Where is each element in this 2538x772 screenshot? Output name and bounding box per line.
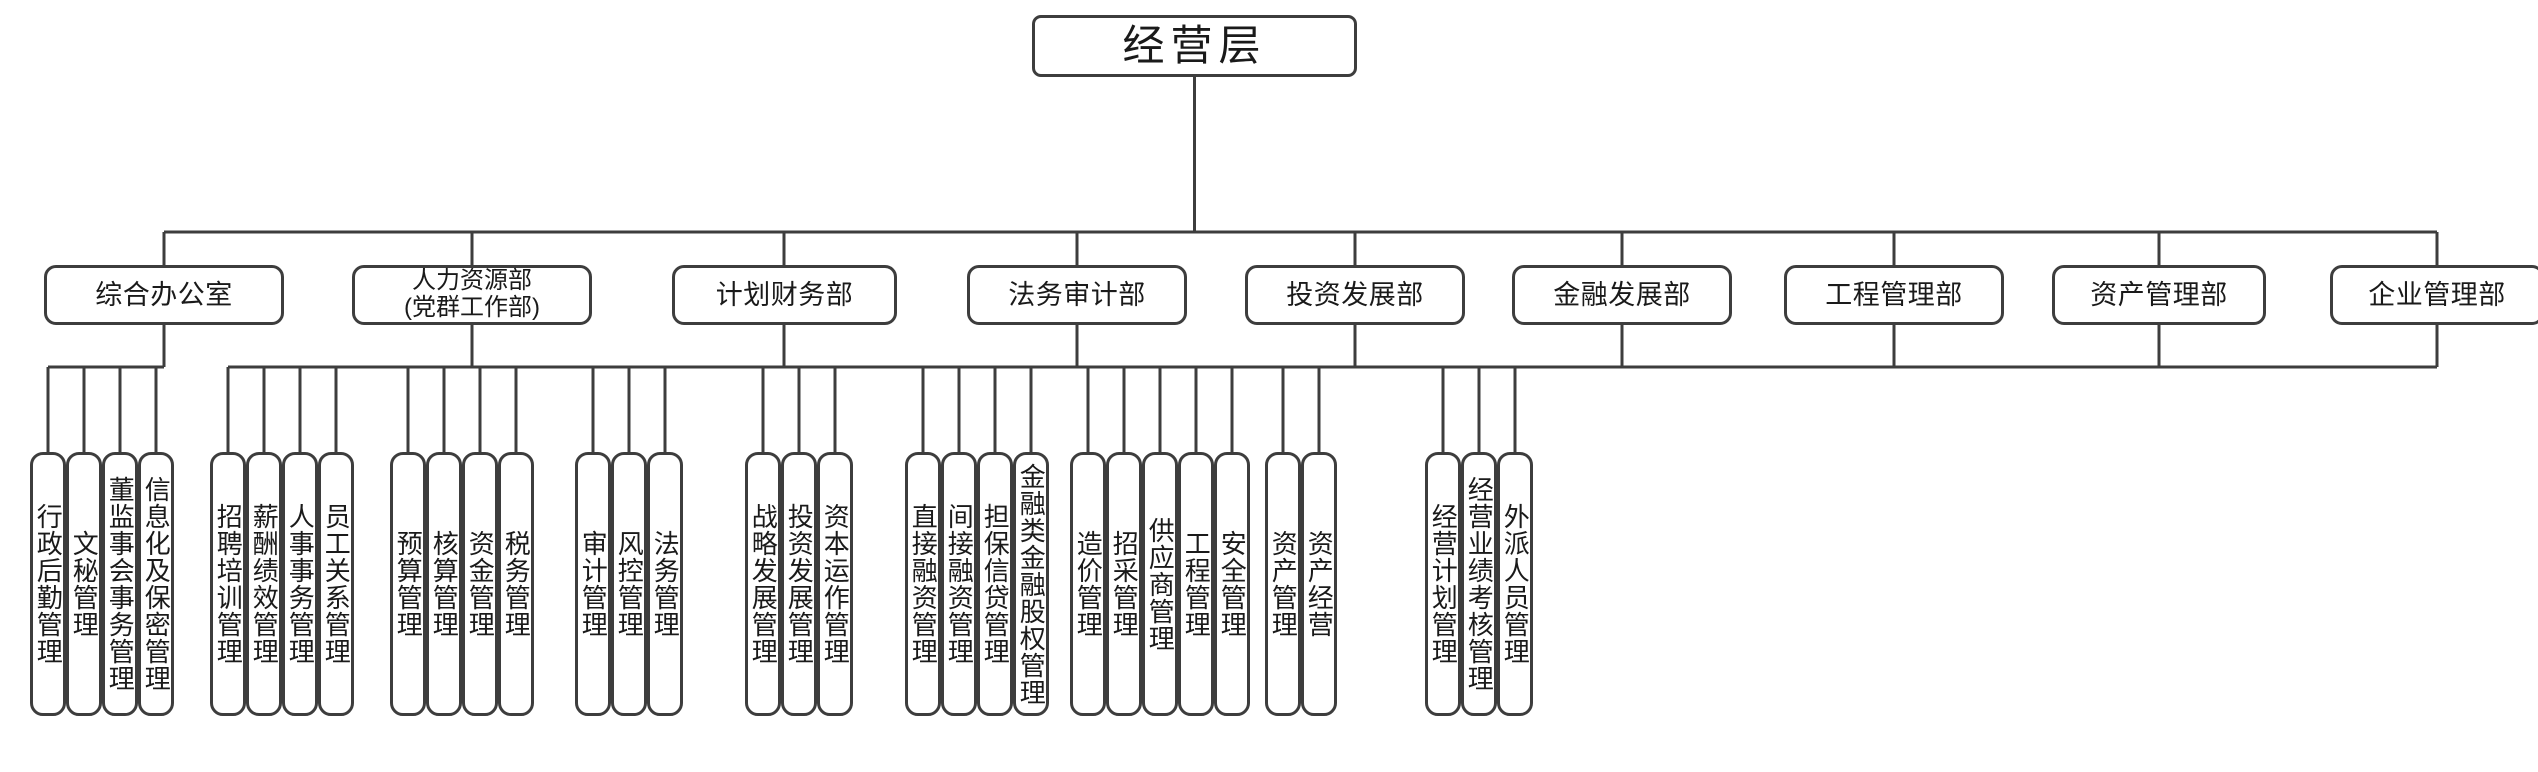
leaf-recruitment-training[interactable]: 招聘培训管理 xyxy=(210,452,246,716)
leaf-audit-label: 审计管理 xyxy=(578,530,609,638)
leaf-budget[interactable]: 预算管理 xyxy=(390,452,426,716)
leaf-compensation-performance[interactable]: 薪酬绩效管理 xyxy=(246,452,282,716)
leaf-cost-label: 造价管理 xyxy=(1073,530,1104,638)
leaf-performance-assessment[interactable]: 经营业绩考核管理 xyxy=(1461,452,1497,716)
leaf-budget-label: 预算管理 xyxy=(393,530,424,638)
dept-enterprise-management-label: 企业管理部 xyxy=(2368,279,2506,310)
root-node-label: 经营层 xyxy=(1122,21,1267,69)
leaf-risk-control[interactable]: 风控管理 xyxy=(611,452,647,716)
dept-engineering-management-label: 工程管理部 xyxy=(1825,279,1963,310)
leaf-board-supervisor-affairs[interactable]: 董监事会事务管理 xyxy=(102,452,138,716)
leaf-secretarial-label: 文秘管理 xyxy=(69,530,100,638)
leaf-legal[interactable]: 法务管理 xyxy=(647,452,683,716)
leaf-tax-label: 税务管理 xyxy=(501,530,532,638)
dept-financial-development-label: 金融发展部 xyxy=(1553,279,1691,310)
leaf-admin-logistics[interactable]: 行政后勤管理 xyxy=(30,452,66,716)
leaf-informatization-confidentiality-label: 信息化及保密管理 xyxy=(141,476,172,692)
leaf-expatriate-personnel-label: 外派人员管理 xyxy=(1500,503,1531,665)
dept-human-resources-label: 人力资源部 (党群工作部) xyxy=(404,267,540,321)
dept-general-office[interactable]: 综合办公室 xyxy=(44,265,284,325)
leaf-tax[interactable]: 税务管理 xyxy=(498,452,534,716)
leaf-bidding-procurement[interactable]: 招采管理 xyxy=(1106,452,1142,716)
leaf-asset-management-label: 资产管理 xyxy=(1268,530,1299,638)
leaf-bidding-procurement-label: 招采管理 xyxy=(1109,530,1140,638)
leaf-indirect-financing[interactable]: 间接融资管理 xyxy=(941,452,977,716)
leaf-guarantee-credit-label: 担保信贷管理 xyxy=(980,503,1011,665)
leaf-engineering-label: 工程管理 xyxy=(1181,530,1212,638)
leaf-safety[interactable]: 安全管理 xyxy=(1214,452,1250,716)
leaf-strategic-development-label: 战略发展管理 xyxy=(748,503,779,665)
dept-investment-development-label: 投资发展部 xyxy=(1286,279,1424,310)
leaf-direct-financing[interactable]: 直接融资管理 xyxy=(905,452,941,716)
leaf-asset-operation[interactable]: 资产经营 xyxy=(1301,452,1337,716)
root-node[interactable]: 经营层 xyxy=(1032,15,1357,77)
dept-enterprise-management[interactable]: 企业管理部 xyxy=(2330,265,2538,325)
leaf-financial-equity-label: 金融类金融股权管理 xyxy=(1016,462,1047,706)
leaf-direct-financing-label: 直接融资管理 xyxy=(908,503,939,665)
dept-legal-audit[interactable]: 法务审计部 xyxy=(967,265,1187,325)
dept-asset-management[interactable]: 资产管理部 xyxy=(2052,265,2266,325)
leaf-asset-management[interactable]: 资产管理 xyxy=(1265,452,1301,716)
leaf-investment-development[interactable]: 投资发展管理 xyxy=(781,452,817,716)
leaf-recruitment-training-label: 招聘培训管理 xyxy=(213,503,244,665)
leaf-supplier[interactable]: 供应商管理 xyxy=(1142,452,1178,716)
leaf-funds[interactable]: 资金管理 xyxy=(462,452,498,716)
leaf-personnel-affairs[interactable]: 人事事务管理 xyxy=(282,452,318,716)
leaf-accounting-label: 核算管理 xyxy=(429,530,460,638)
leaf-strategic-development[interactable]: 战略发展管理 xyxy=(745,452,781,716)
leaf-guarantee-credit[interactable]: 担保信贷管理 xyxy=(977,452,1013,716)
leaf-supplier-label: 供应商管理 xyxy=(1145,516,1176,652)
leaf-compensation-performance-label: 薪酬绩效管理 xyxy=(249,503,280,665)
dept-legal-audit-label: 法务审计部 xyxy=(1008,279,1146,310)
leaf-asset-operation-label: 资产经营 xyxy=(1304,530,1335,638)
dept-financial-development[interactable]: 金融发展部 xyxy=(1512,265,1732,325)
leaf-engineering[interactable]: 工程管理 xyxy=(1178,452,1214,716)
leaf-employee-relations[interactable]: 员工关系管理 xyxy=(318,452,354,716)
dept-general-office-label: 综合办公室 xyxy=(95,279,233,310)
dept-investment-development[interactable]: 投资发展部 xyxy=(1245,265,1465,325)
leaf-audit[interactable]: 审计管理 xyxy=(575,452,611,716)
dept-asset-management-label: 资产管理部 xyxy=(2090,279,2228,310)
leaf-legal-label: 法务管理 xyxy=(650,530,681,638)
leaf-admin-logistics-label: 行政后勤管理 xyxy=(33,503,64,665)
leaf-risk-control-label: 风控管理 xyxy=(614,530,645,638)
leaf-performance-assessment-label: 经营业绩考核管理 xyxy=(1464,476,1495,692)
dept-planning-finance[interactable]: 计划财务部 xyxy=(672,265,897,325)
leaf-secretarial[interactable]: 文秘管理 xyxy=(66,452,102,716)
leaf-accounting[interactable]: 核算管理 xyxy=(426,452,462,716)
leaf-business-plan-label: 经营计划管理 xyxy=(1428,503,1459,665)
leaf-personnel-affairs-label: 人事事务管理 xyxy=(285,503,316,665)
dept-engineering-management[interactable]: 工程管理部 xyxy=(1784,265,2004,325)
leaf-cost[interactable]: 造价管理 xyxy=(1070,452,1106,716)
leaf-expatriate-personnel[interactable]: 外派人员管理 xyxy=(1497,452,1533,716)
leaf-informatization-confidentiality[interactable]: 信息化及保密管理 xyxy=(138,452,174,716)
leaf-investment-development-label: 投资发展管理 xyxy=(784,503,815,665)
leaf-capital-operation[interactable]: 资本运作管理 xyxy=(817,452,853,716)
leaf-financial-equity[interactable]: 金融类金融股权管理 xyxy=(1013,452,1049,716)
leaf-board-supervisor-affairs-label: 董监事会事务管理 xyxy=(105,476,136,692)
leaf-safety-label: 安全管理 xyxy=(1217,530,1248,638)
leaf-funds-label: 资金管理 xyxy=(465,530,496,638)
leaf-employee-relations-label: 员工关系管理 xyxy=(321,503,352,665)
leaf-business-plan[interactable]: 经营计划管理 xyxy=(1425,452,1461,716)
leaf-capital-operation-label: 资本运作管理 xyxy=(820,503,851,665)
dept-human-resources[interactable]: 人力资源部 (党群工作部) xyxy=(352,265,592,325)
leaf-indirect-financing-label: 间接融资管理 xyxy=(944,503,975,665)
dept-planning-finance-label: 计划财务部 xyxy=(715,279,854,310)
